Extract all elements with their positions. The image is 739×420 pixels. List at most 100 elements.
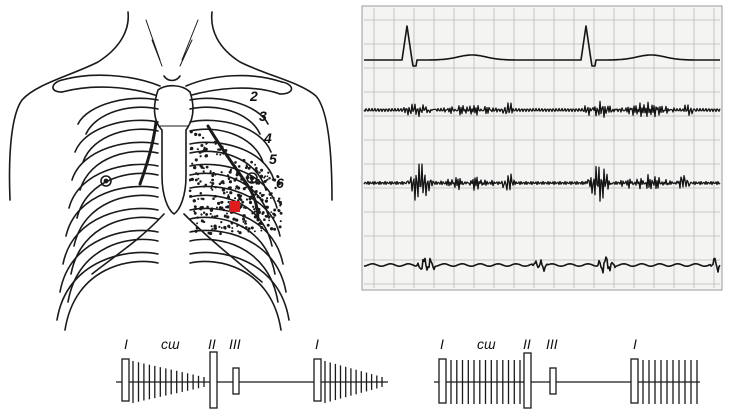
murmur-dot: [212, 197, 215, 200]
murmur-dot: [195, 172, 198, 174]
murmur-dot: [266, 178, 269, 181]
murmur-dot: [259, 196, 262, 199]
murmur-dot: [194, 158, 198, 162]
chest-illustration: [8, 11, 333, 331]
murmur-dot: [243, 206, 245, 209]
murmur-dot: [196, 148, 199, 151]
murmur-dot: [218, 225, 221, 229]
murmur-dot: [226, 174, 230, 177]
murmur-dot: [233, 165, 237, 169]
murmur-dot: [225, 205, 228, 209]
rib: [56, 251, 159, 321]
murmur-dot: [213, 194, 217, 198]
murmur-dot: [197, 197, 200, 201]
rib: [74, 119, 159, 153]
pcg-trace: [363, 163, 721, 202]
murmur-dot: [211, 174, 215, 178]
murmur-dot: [224, 149, 228, 152]
murmur-dot: [214, 173, 217, 176]
murmur-dot: [242, 158, 246, 162]
murmur-dot: [193, 211, 197, 215]
murmur-dot: [238, 231, 242, 235]
rib-number: 2: [249, 88, 258, 104]
murmur-dot: [276, 180, 281, 185]
murmur-dot: [222, 191, 226, 195]
murmur-dot: [259, 192, 262, 195]
murmur-dot: [192, 199, 196, 203]
murmur-dot: [254, 168, 258, 172]
murmur-dot: [229, 168, 233, 172]
murmur-dot: [268, 192, 272, 196]
murmur-dot: [202, 170, 205, 173]
murmur-dot: [244, 220, 247, 223]
murmur-dot: [253, 208, 256, 211]
label-first-sound-repeat: I: [315, 336, 319, 352]
murmur-dot: [237, 165, 241, 168]
murmur-dot: [253, 215, 257, 219]
murmur-dot: [242, 217, 246, 221]
murmur-dot: [253, 193, 257, 196]
murmur-dot: [273, 227, 277, 231]
murmur-dot: [207, 231, 210, 235]
recording-traces: [363, 25, 721, 274]
murmur-dot: [244, 206, 247, 210]
murmur-dot: [263, 176, 266, 179]
murmur-dot: [211, 178, 215, 182]
murmur-dot: [209, 181, 212, 184]
murmur-dot: [227, 177, 231, 181]
murmur-dot: [220, 145, 224, 149]
murmur-dot: [229, 191, 233, 195]
murmur-dot: [244, 226, 248, 229]
murmur-dot: [201, 150, 205, 153]
murmur-dot: [254, 163, 257, 166]
jugular-notch: [163, 75, 181, 82]
murmur-dot: [267, 215, 271, 219]
murmur-dot: [206, 205, 209, 209]
rib: [189, 238, 279, 303]
rib: [189, 260, 282, 331]
murmur-dot: [220, 220, 223, 224]
murmur-dot: [272, 196, 275, 200]
murmur-dot: [219, 153, 222, 156]
murmur-dot: [204, 154, 209, 158]
murmur-dot: [203, 146, 206, 149]
murmur-dot: [243, 181, 246, 184]
murmur-dot: [195, 226, 199, 230]
murmur-dot: [202, 197, 205, 201]
left-clavicle: [61, 74, 161, 97]
label-murmur: сш: [477, 336, 496, 352]
murmur-dot: [267, 171, 270, 174]
murmur-dot: [273, 178, 277, 182]
murmur-dot: [253, 210, 257, 213]
right-heart-border: [138, 120, 158, 186]
murmur-dot: [188, 189, 192, 193]
murmur-dot: [191, 162, 194, 165]
murmur-dot: [235, 177, 238, 180]
murmur-dot: [198, 133, 202, 137]
murmur-dot: [242, 214, 246, 218]
rib: [189, 141, 275, 181]
murmur-dot: [218, 206, 222, 210]
systolic-murmur-bars-repeat: [324, 361, 383, 403]
rib-number: 6: [276, 175, 284, 191]
murmur-dot: [268, 177, 271, 180]
murmur-dot: [258, 171, 261, 174]
murmur-dot: [198, 150, 202, 154]
murmur-dot: [197, 177, 200, 180]
murmur-dot: [205, 141, 209, 145]
murmur-dot: [211, 215, 214, 218]
murmur-dot: [220, 200, 224, 204]
recording-paper: [361, 5, 723, 291]
murmur-dot: [239, 205, 243, 208]
murmur-dot: [212, 171, 215, 175]
rib: [71, 141, 159, 181]
murmur-dot: [256, 178, 260, 182]
label-third-sound: III: [229, 336, 241, 352]
murmur-dot: [222, 182, 225, 185]
systolic-murmur-bars: [132, 361, 205, 403]
murmur-dot: [240, 177, 244, 181]
murmur-dot: [261, 211, 265, 215]
rib: [189, 97, 269, 125]
murmur-dot: [224, 227, 227, 230]
rib: [189, 106, 261, 135]
